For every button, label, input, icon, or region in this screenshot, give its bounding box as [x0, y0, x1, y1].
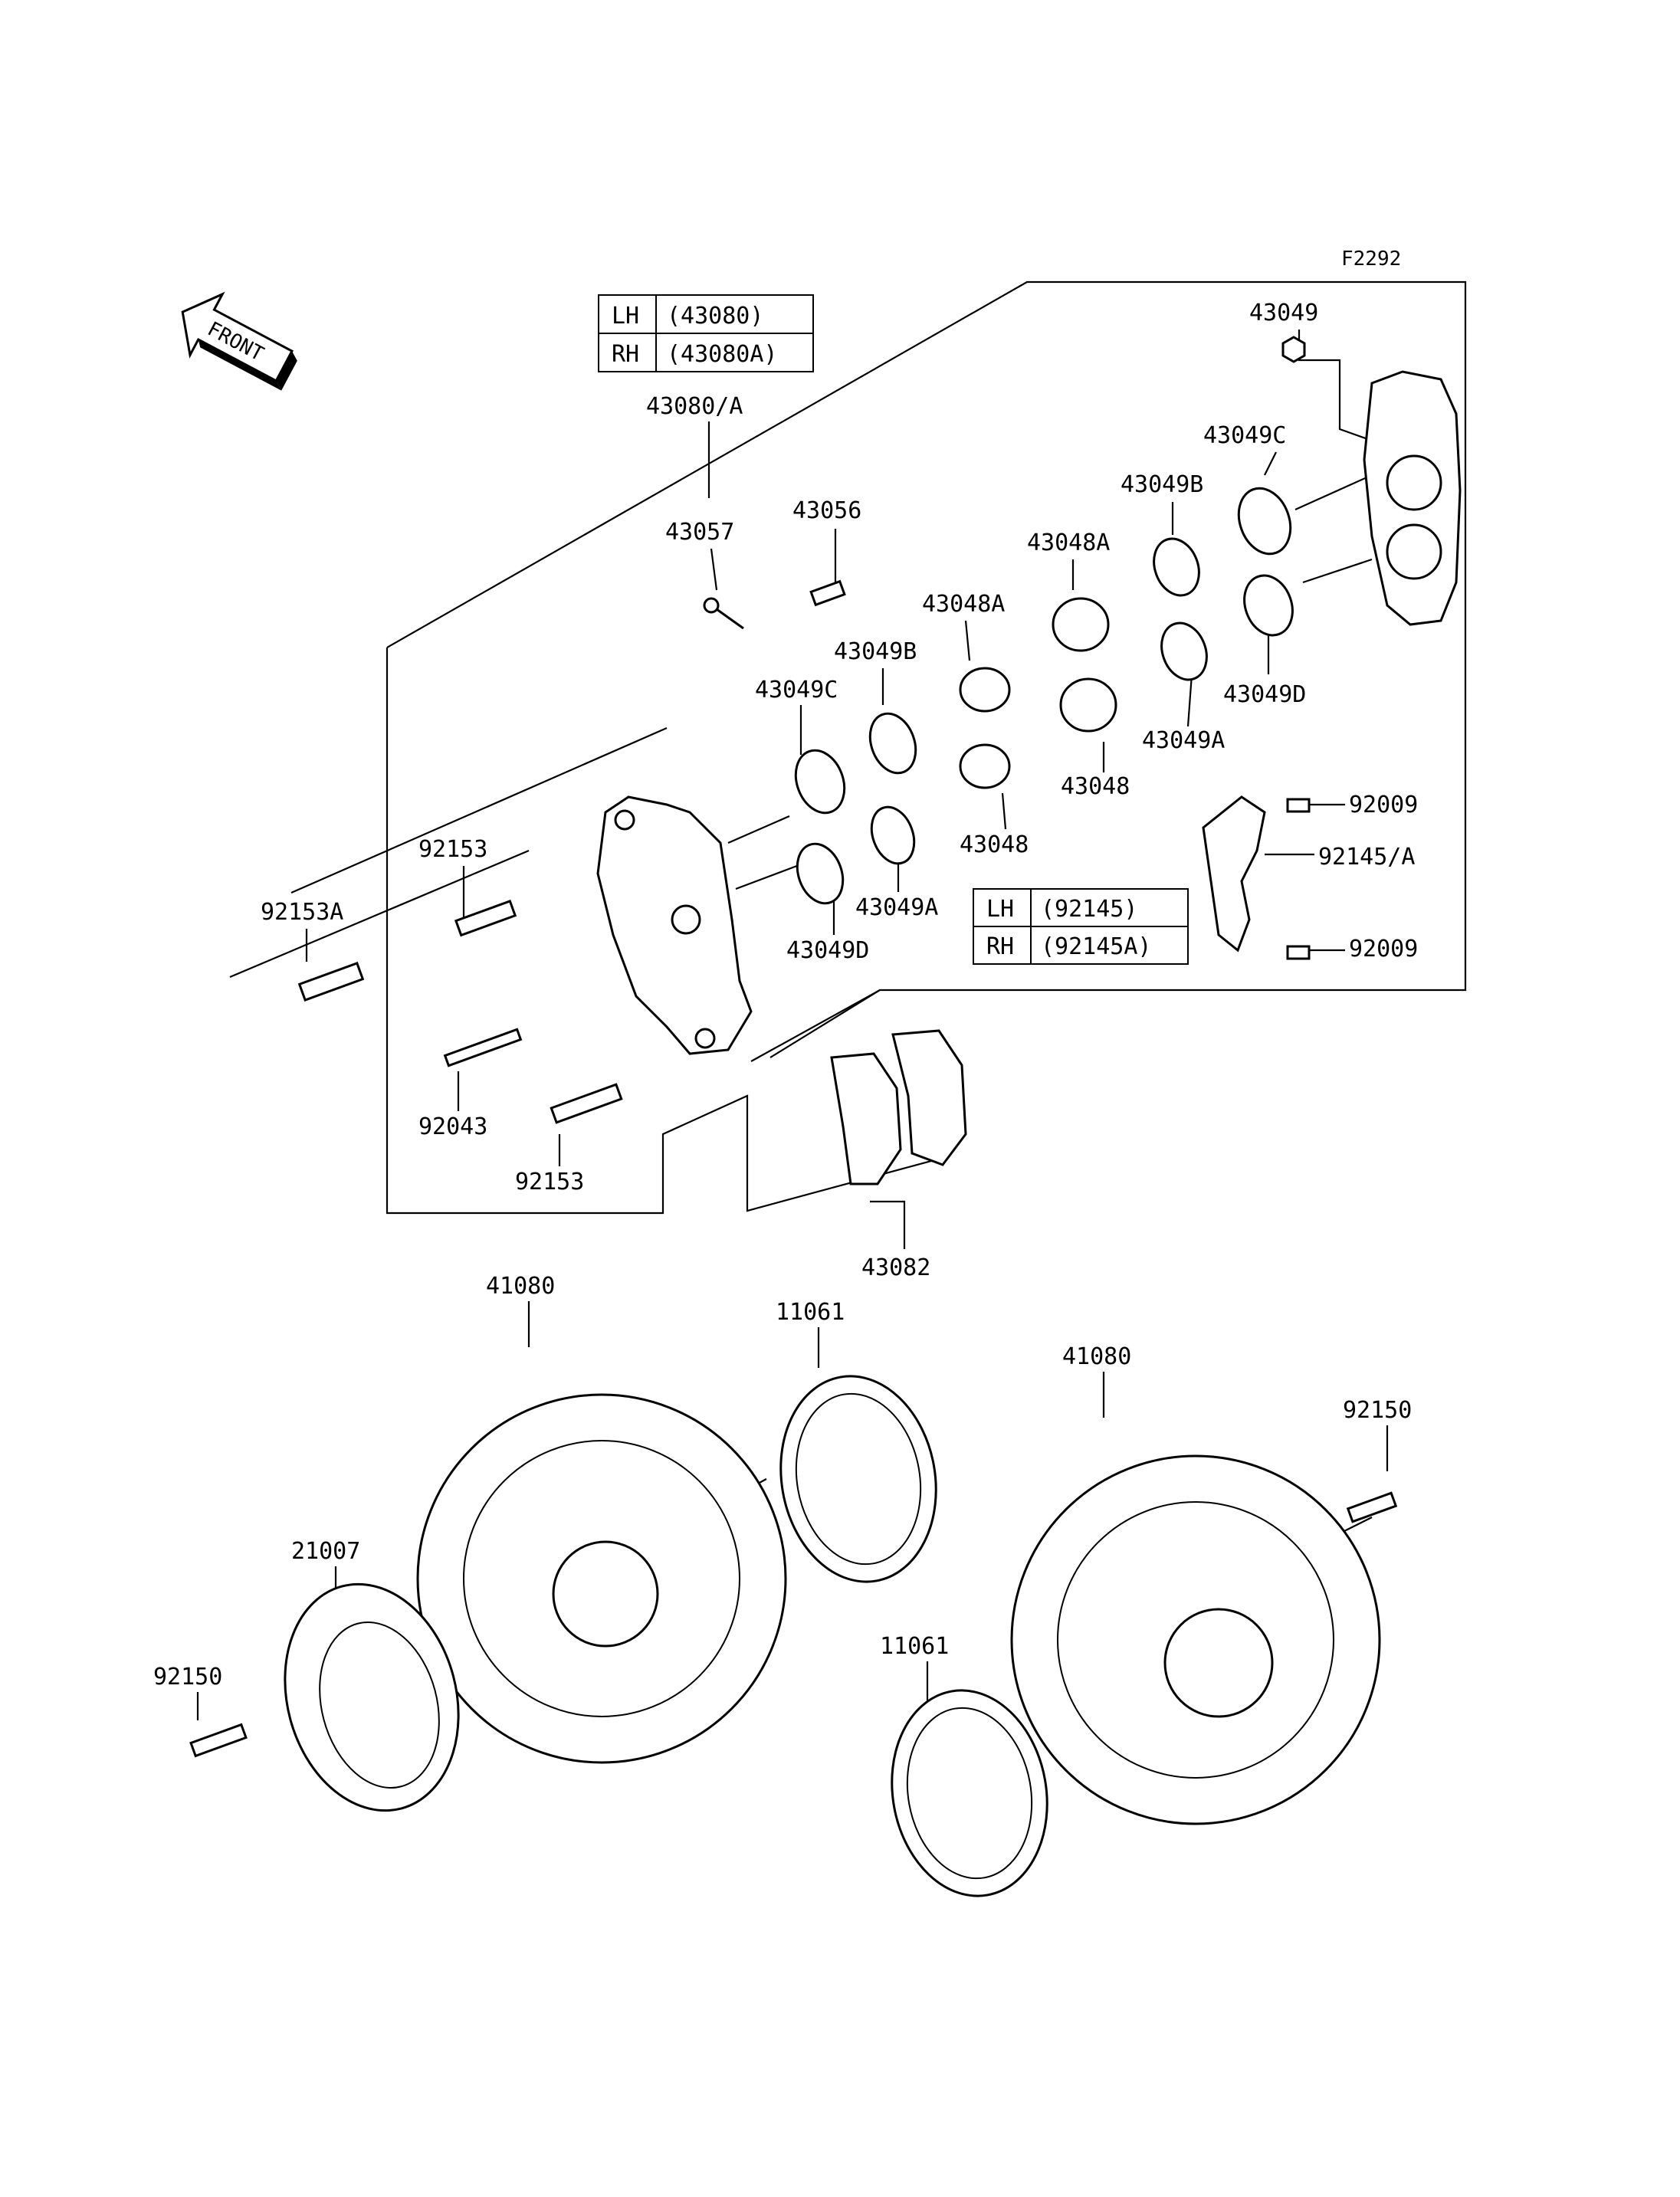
label-11061-bot: 11061 — [880, 1633, 949, 1660]
label-43049d-r: 43049D — [1223, 681, 1306, 708]
label-43049: 43049 — [1249, 300, 1318, 326]
label-43049b-r: 43049B — [1121, 471, 1203, 498]
disc-shims — [779, 1375, 1048, 1897]
label-92043: 92043 — [418, 1113, 487, 1140]
front-arrow-icon: FRONT — [181, 291, 297, 391]
abs-sensor-rotor — [284, 1582, 460, 1812]
label-43049a-r: 43049A — [1142, 727, 1225, 754]
label-43049a-l: 43049A — [855, 894, 938, 921]
bracket-table-side-1: RH — [986, 933, 1014, 960]
label-43048-l: 43048 — [960, 831, 1029, 858]
caliper-bracket — [1202, 795, 1266, 953]
label-92153a: 92153A — [261, 899, 343, 926]
bracket-variant-table: LH (92145) RH (92145A) — [973, 888, 1189, 965]
caliper-table-code-0: (43080) — [667, 303, 763, 330]
pad-pin — [703, 597, 744, 630]
left-brake-disc — [416, 1393, 787, 1764]
brake-pads — [830, 1029, 967, 1185]
label-43082: 43082 — [861, 1254, 930, 1281]
label-92009-bot: 92009 — [1349, 936, 1418, 962]
caliper-variant-table: LH (43080) RH (43080A) — [598, 294, 814, 372]
label-92153-b: 92153 — [515, 1169, 584, 1195]
label-43048-r: 43048 — [1061, 773, 1130, 800]
label-43080a: 43080/A — [646, 393, 743, 420]
label-43049c-r: 43049C — [1203, 422, 1286, 449]
bracket-table-code-1: (92145A) — [1041, 933, 1152, 960]
label-43056: 43056 — [792, 497, 861, 524]
bracket-table-side-0: LH — [986, 896, 1014, 923]
label-41080-r: 41080 — [1062, 1343, 1131, 1370]
label-92153: 92153 — [418, 836, 487, 863]
right-brake-disc — [1010, 1454, 1381, 1825]
bolts — [189, 798, 1398, 1758]
caliper-table-side-0: LH — [612, 303, 639, 330]
label-43049b-l: 43049B — [834, 638, 917, 665]
label-43049c-l: 43049C — [755, 677, 838, 703]
label-21007: 21007 — [291, 1538, 360, 1565]
bleed-valve — [809, 579, 846, 607]
label-92145a: 92145/A — [1318, 844, 1415, 871]
bracket-table-code-0: (92145) — [1041, 896, 1137, 923]
label-41080-l: 41080 — [486, 1273, 555, 1300]
caliper-table-side-1: RH — [612, 341, 639, 368]
label-92150-l: 92150 — [153, 1664, 222, 1690]
label-43048a-l: 43048A — [922, 591, 1005, 618]
diagram-code: F2292 — [1341, 248, 1401, 271]
label-92009-top: 92009 — [1349, 792, 1418, 818]
label-43057: 43057 — [665, 519, 734, 546]
right-caliper — [1363, 370, 1462, 626]
label-11061-top: 11061 — [776, 1299, 845, 1326]
seals-and-pistons — [794, 336, 1306, 905]
label-43049d-l: 43049D — [786, 937, 869, 964]
left-caliper — [596, 795, 753, 1055]
caliper-table-code-1: (43080A) — [667, 341, 778, 368]
label-92150-r: 92150 — [1343, 1397, 1412, 1424]
caliper-assembly-outline — [386, 280, 1467, 1215]
label-43048a-r: 43048A — [1027, 530, 1110, 556]
